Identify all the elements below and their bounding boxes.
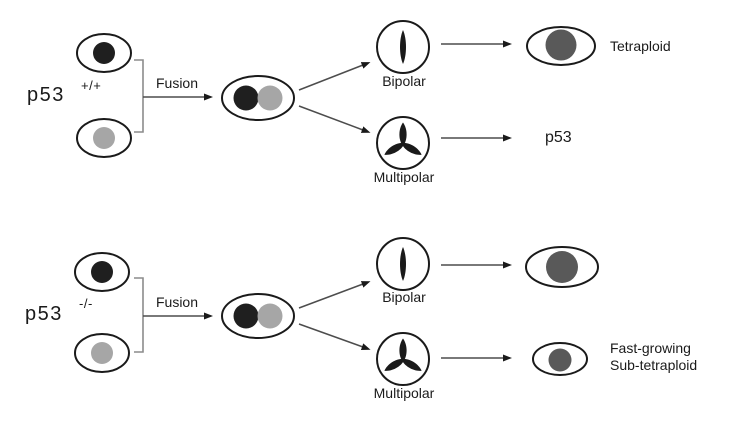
- blade-lower-right: [384, 358, 405, 371]
- sub-tetraploid-label-line2: Sub-tetraploid: [610, 357, 697, 373]
- gray-nucleus: [257, 303, 283, 329]
- bipolar-spindle-shape: [400, 30, 406, 64]
- row-p53-null: p53 -/- Fusion Bipolar: [25, 237, 697, 401]
- genotype-superscript: +/+: [81, 78, 101, 93]
- black-nucleus: [233, 85, 259, 111]
- bipolar-spindle-icon: [376, 20, 430, 74]
- black-nucleus: [93, 42, 115, 64]
- sub-tetraploid-cell: [532, 342, 588, 376]
- sub-tetraploid-label-line1: Fast-growing: [610, 340, 691, 356]
- sub-tetraploid-label: Fast-growing Sub-tetraploid: [610, 340, 697, 373]
- row-p53-wildtype: p53 +/+ Fusion Bipolar: [27, 20, 671, 185]
- parent-cell-black: [74, 252, 130, 292]
- genotype-label: p53 +/+: [27, 78, 101, 106]
- genotype-superscript: -/-: [79, 296, 93, 311]
- arrow-to-multipolar: [298, 105, 371, 133]
- multipolar-spindle-icon: [376, 116, 430, 170]
- fusion-label: Fusion: [156, 75, 198, 91]
- multipolar-spindle-shape: [384, 338, 422, 371]
- arrow-to-bipolar: [298, 281, 371, 309]
- p53-outcome-label: p53: [545, 129, 572, 146]
- multipolar-label: Multipolar: [374, 385, 435, 401]
- multipolar-label: Multipolar: [374, 169, 435, 185]
- blade-lower-left: [401, 142, 422, 155]
- arrow-to-multipolar: [298, 323, 371, 350]
- bipolar-label: Bipolar: [382, 289, 426, 305]
- multipolar-spindle-shape: [384, 122, 422, 155]
- arrow-to-bipolar: [298, 62, 371, 91]
- fusion-label: Fusion: [156, 294, 198, 310]
- bipolar-label: Bipolar: [382, 73, 426, 89]
- tetraploid-cell: [526, 26, 596, 66]
- gray-nucleus: [93, 127, 115, 149]
- gray-nucleus: [91, 342, 113, 364]
- gray-nucleus: [257, 85, 283, 111]
- fused-cell: [221, 293, 295, 339]
- tetraploid-cell-unlabeled: [525, 246, 599, 288]
- blade-lower-right: [384, 142, 405, 155]
- black-nucleus: [233, 303, 259, 329]
- genotype-label: p53 -/-: [25, 296, 93, 325]
- blade-up: [399, 338, 407, 362]
- parent-cell-gray: [74, 333, 130, 373]
- blade-up: [399, 122, 407, 146]
- fusion-bracket: [134, 59, 144, 133]
- fused-cell: [221, 75, 295, 121]
- multipolar-spindle-icon: [376, 332, 430, 386]
- bipolar-spindle-icon: [376, 237, 430, 291]
- dark-nucleus: [546, 251, 578, 283]
- tetraploid-label: Tetraploid: [610, 38, 671, 54]
- parent-cell-black: [76, 33, 132, 73]
- dark-nucleus: [545, 29, 577, 61]
- dark-nucleus: [548, 348, 572, 372]
- genotype-base: p53: [25, 303, 63, 325]
- parent-cell-gray: [76, 118, 132, 158]
- blade-lower-left: [401, 358, 422, 371]
- fusion-bracket: [134, 277, 144, 353]
- black-nucleus: [91, 261, 113, 283]
- bipolar-spindle-shape: [400, 247, 406, 281]
- genotype-base: p53: [27, 84, 65, 106]
